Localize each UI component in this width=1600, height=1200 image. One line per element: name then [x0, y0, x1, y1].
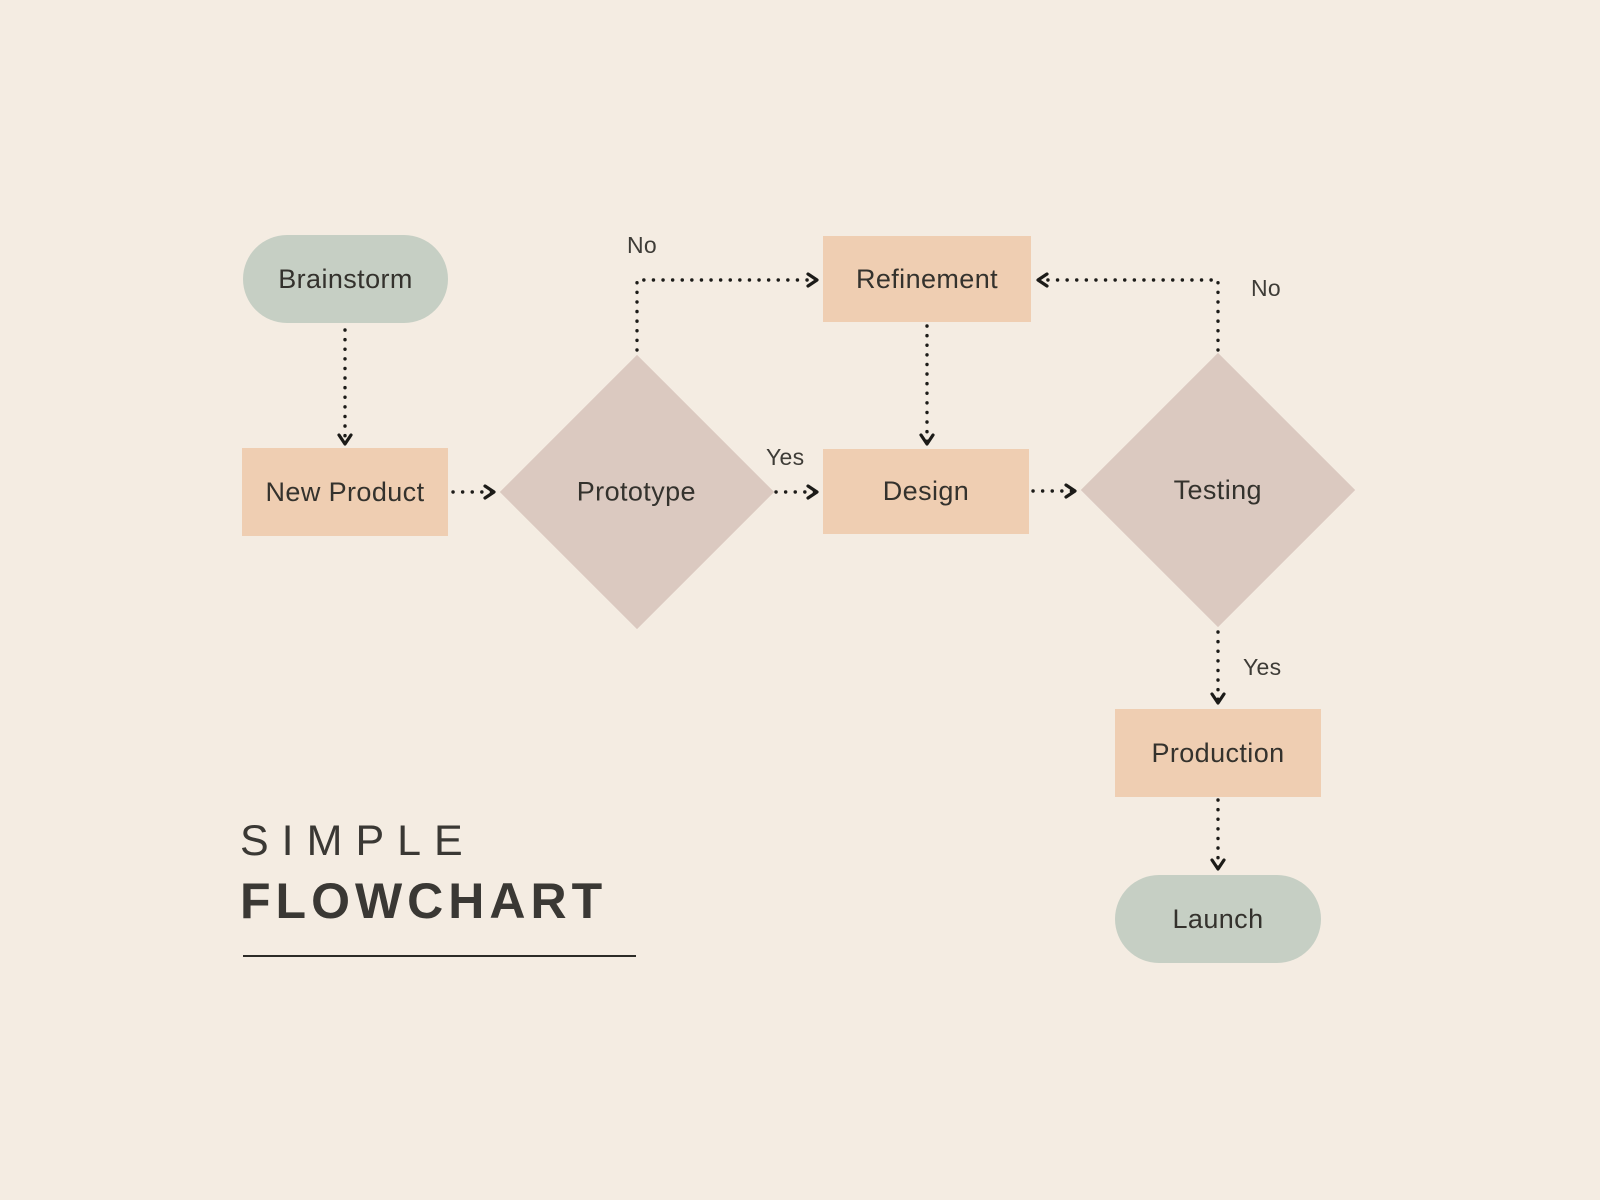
- edge-label-prototype-no: No: [627, 232, 658, 258]
- node-design: Design: [823, 449, 1029, 534]
- node-testing-label: Testing: [1173, 474, 1263, 505]
- node-design-label: Design: [882, 476, 970, 506]
- node-new-product-label: New Product: [265, 476, 425, 507]
- node-prototype-label: Prototype: [577, 476, 697, 507]
- node-refinement-label: Refinement: [855, 263, 999, 294]
- node-production-label: Production: [1151, 737, 1285, 768]
- edge-label-testing-no: No: [1251, 275, 1282, 301]
- title-underline: [243, 955, 636, 957]
- edge-label-testing-yes: Yes: [1243, 654, 1282, 680]
- node-new-product: New Product: [242, 448, 448, 536]
- node-brainstorm-label: Brainstorm: [278, 263, 413, 294]
- title-line-1: SIMPLE: [240, 817, 476, 865]
- node-launch-label: Launch: [1172, 903, 1264, 934]
- node-production: Production: [1115, 709, 1321, 797]
- node-refinement: Refinement: [823, 236, 1031, 322]
- connector-testing-no-to-refinement: [1036, 272, 1220, 352]
- node-launch: Launch: [1115, 875, 1321, 963]
- title-line-2: FLOWCHART: [240, 873, 608, 929]
- node-brainstorm: Brainstorm: [243, 235, 448, 323]
- connector-prototype-no-to-refinement: [635, 272, 819, 352]
- edge-label-prototype-yes: Yes: [766, 444, 805, 470]
